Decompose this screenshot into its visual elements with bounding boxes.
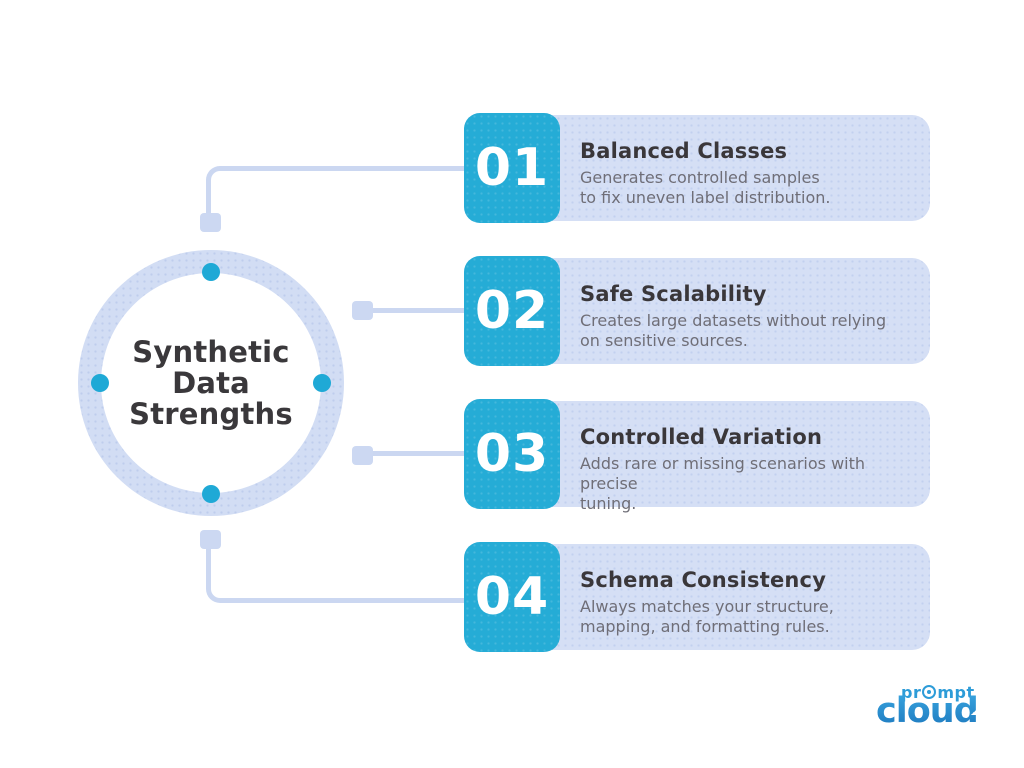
hub-dot-left <box>91 374 109 392</box>
connector-node-2 <box>352 301 373 320</box>
card-description: Creates large datasets without relying o… <box>580 311 916 351</box>
card-title: Safe Scalability <box>580 282 767 306</box>
card-description-line: tuning. <box>580 494 637 513</box>
promptcloud-logo: prmpt cloud ☁ <box>876 682 996 738</box>
step-number-badge-1: 01 <box>464 113 560 223</box>
strength-card-1: 01 Balanced Classes Generates controlled… <box>464 113 930 223</box>
step-number: 02 <box>474 281 550 341</box>
card-description-line: Adds rare or missing scenarios with prec… <box>580 454 866 493</box>
center-title-line: Strengths <box>129 396 293 431</box>
strength-card-2: 02 Safe Scalability Creates large datase… <box>464 256 930 366</box>
card-title: Balanced Classes <box>580 139 788 163</box>
card-title: Controlled Variation <box>580 425 823 449</box>
step-number-badge-2: 02 <box>464 256 560 366</box>
step-number-badge-3: 03 <box>464 399 560 509</box>
card-description: Always matches your structure, mapping, … <box>580 597 916 637</box>
step-number: 01 <box>474 138 550 198</box>
strength-card-4: 04 Schema Consistency Always matches you… <box>464 542 930 652</box>
card-description-line: on sensitive sources. <box>580 331 748 350</box>
step-number-badge-4: 04 <box>464 542 560 652</box>
card-description-line: Creates large datasets without relying <box>580 311 887 330</box>
center-title: Synthetic Data Strengths <box>78 250 344 516</box>
card-description-line: Generates controlled samples <box>580 168 820 187</box>
connector-line-2 <box>371 308 464 313</box>
target-icon <box>922 685 937 699</box>
card-description: Adds rare or missing scenarios with prec… <box>580 454 916 514</box>
hub-dot-right <box>313 374 331 392</box>
center-circle-inner <box>101 273 321 493</box>
center-title-line: Synthetic <box>132 334 290 369</box>
hub-dot-top <box>202 263 220 281</box>
connector-line-4 <box>206 548 469 603</box>
hub-dot-bottom <box>202 485 220 503</box>
connector-node-3 <box>352 446 373 465</box>
step-number: 04 <box>474 567 550 627</box>
logo-text-pr: pr <box>901 683 921 702</box>
center-circle: Synthetic Data Strengths <box>78 250 344 516</box>
step-number: 03 <box>474 424 550 484</box>
card-title: Schema Consistency <box>580 568 827 592</box>
strength-card-3: 03 Controlled Variation Adds rare or mis… <box>464 399 930 513</box>
logo-prompt-word: prmpt <box>901 683 975 702</box>
connector-node-1 <box>200 213 221 232</box>
connector-line-3 <box>371 451 464 456</box>
connector-line-1 <box>206 166 469 218</box>
card-description: Generates controlled samples to fix unev… <box>580 168 916 208</box>
card-description-line: mapping, and formatting rules. <box>580 617 830 636</box>
connector-node-4 <box>200 530 221 549</box>
center-title-line: Data <box>172 365 250 400</box>
card-description-line: Always matches your structure, <box>580 597 834 616</box>
logo-cloud-word: cloud <box>876 691 979 731</box>
card-description-line: to fix uneven label distribution. <box>580 188 831 207</box>
logo-text-mpt: mpt <box>937 683 974 702</box>
